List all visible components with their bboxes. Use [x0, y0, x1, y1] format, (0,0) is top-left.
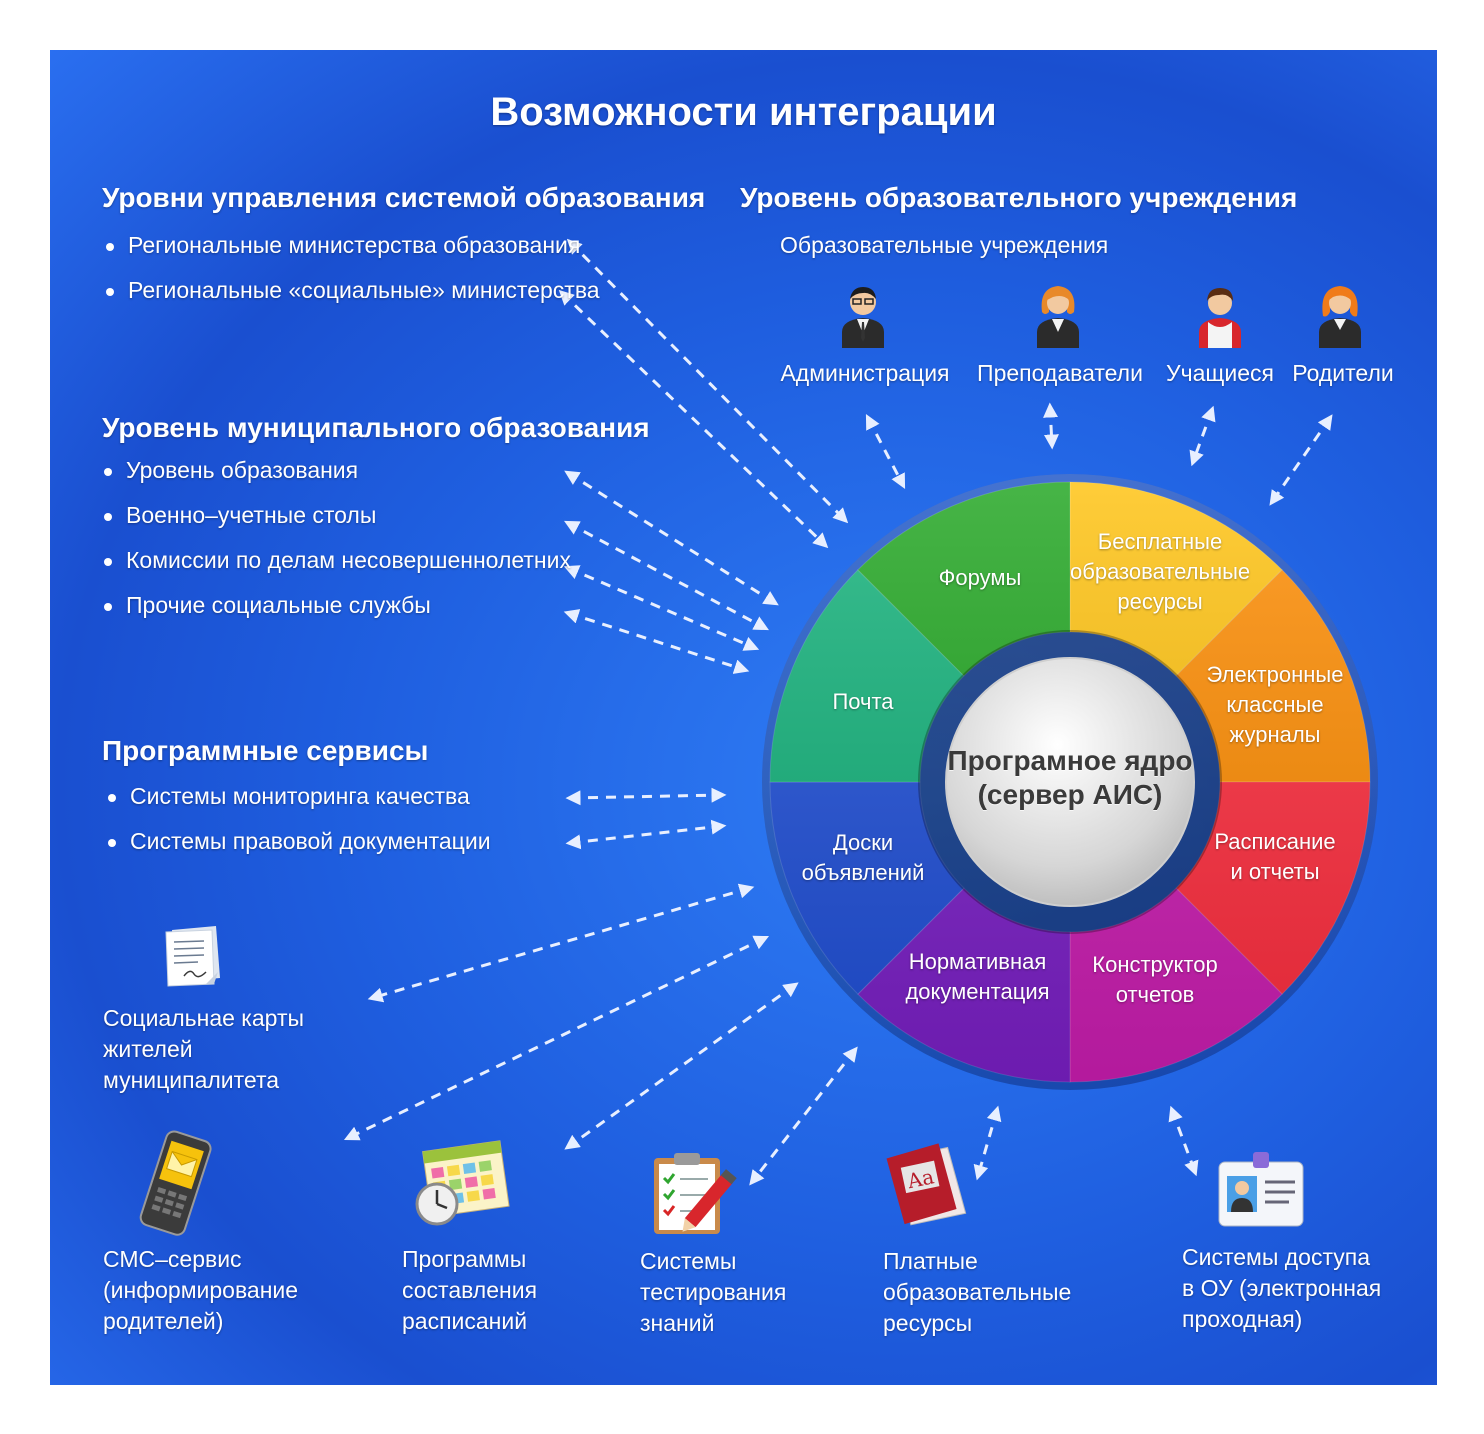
document-icon: [165, 926, 220, 987]
main-title: Возможности интеграции: [490, 90, 997, 134]
connector-arrow: [865, 414, 906, 489]
role-label-students: Учащиеся: [1166, 360, 1274, 386]
core-label: Програмное ядро(сервер АИС): [947, 745, 1193, 810]
role-label-teachers: Преподаватели: [977, 360, 1143, 386]
calendar-clock-icon: [415, 1140, 510, 1226]
checklist-pencil-icon: [654, 1153, 737, 1234]
bullet-icon: [104, 468, 112, 476]
connector-arrow: [565, 787, 727, 806]
administrator-icon: [842, 287, 884, 348]
core-wheel: [762, 474, 1378, 1090]
connection-arrows: [343, 238, 1333, 1186]
segment-label-mail: Почта: [832, 689, 894, 714]
svg-text:Aa: Aa: [904, 1164, 936, 1193]
list-item: Уровень образования: [104, 457, 358, 484]
role-label-parents: Родители: [1292, 360, 1394, 386]
connector-arrow: [367, 883, 755, 1003]
mobile-phone-icon: [139, 1130, 212, 1236]
id-badge-icon: [1218, 1152, 1304, 1227]
institution-heading: Уровень образовательного учреждения: [740, 182, 1298, 213]
municipal-heading: Уровень муниципального образования: [102, 412, 650, 443]
connector-arrow: [565, 819, 727, 850]
student-icon: [1199, 288, 1241, 348]
management-levels-heading: Уровни управления системой образования: [102, 182, 706, 213]
role-label-administration: Администрация: [780, 360, 950, 386]
bullet-icon: [108, 794, 116, 802]
connector-arrow: [564, 470, 779, 606]
connector-arrow: [973, 1105, 1002, 1181]
diagram-canvas: Возможности интеграции Уровни управления…: [50, 50, 1437, 1385]
bullet-icon: [104, 513, 112, 521]
connector-arrow: [563, 609, 750, 674]
core-server-circle: [945, 657, 1195, 907]
connector-arrow: [1189, 405, 1216, 467]
list-item: Прочие социальные службы: [104, 592, 431, 619]
software-services-heading: Программные сервисы: [102, 735, 429, 766]
list-item: Системы правовой документации: [108, 828, 491, 855]
segment-label-forums: Форумы: [938, 565, 1022, 590]
bullet-icon: [104, 603, 112, 611]
list-item: Комиссии по делам несовершеннолетних: [104, 547, 571, 574]
connector-arrow: [558, 289, 829, 549]
institution-subheading: Образовательные учреждения: [780, 232, 1109, 258]
bullet-icon: [104, 558, 112, 566]
connector-arrow: [1043, 402, 1059, 450]
list-item: Региональные «социальные» министерства: [106, 277, 600, 304]
connector-arrow: [564, 520, 769, 631]
parent-icon: [1319, 286, 1361, 348]
list-item: Системы мониторинга качества: [108, 783, 470, 810]
connector-arrow: [343, 935, 770, 1141]
teacher-icon: [1037, 286, 1079, 348]
list-item: Региональные министерства образования: [106, 232, 580, 259]
connector-arrow: [749, 1046, 858, 1186]
book-icon: Aa: [886, 1143, 967, 1226]
bullet-icon: [106, 288, 114, 296]
bullet-icon: [108, 839, 116, 847]
bullet-icon: [106, 243, 114, 251]
connector-arrow: [1168, 1105, 1199, 1177]
list-item: Военно–учетные столы: [104, 502, 376, 529]
